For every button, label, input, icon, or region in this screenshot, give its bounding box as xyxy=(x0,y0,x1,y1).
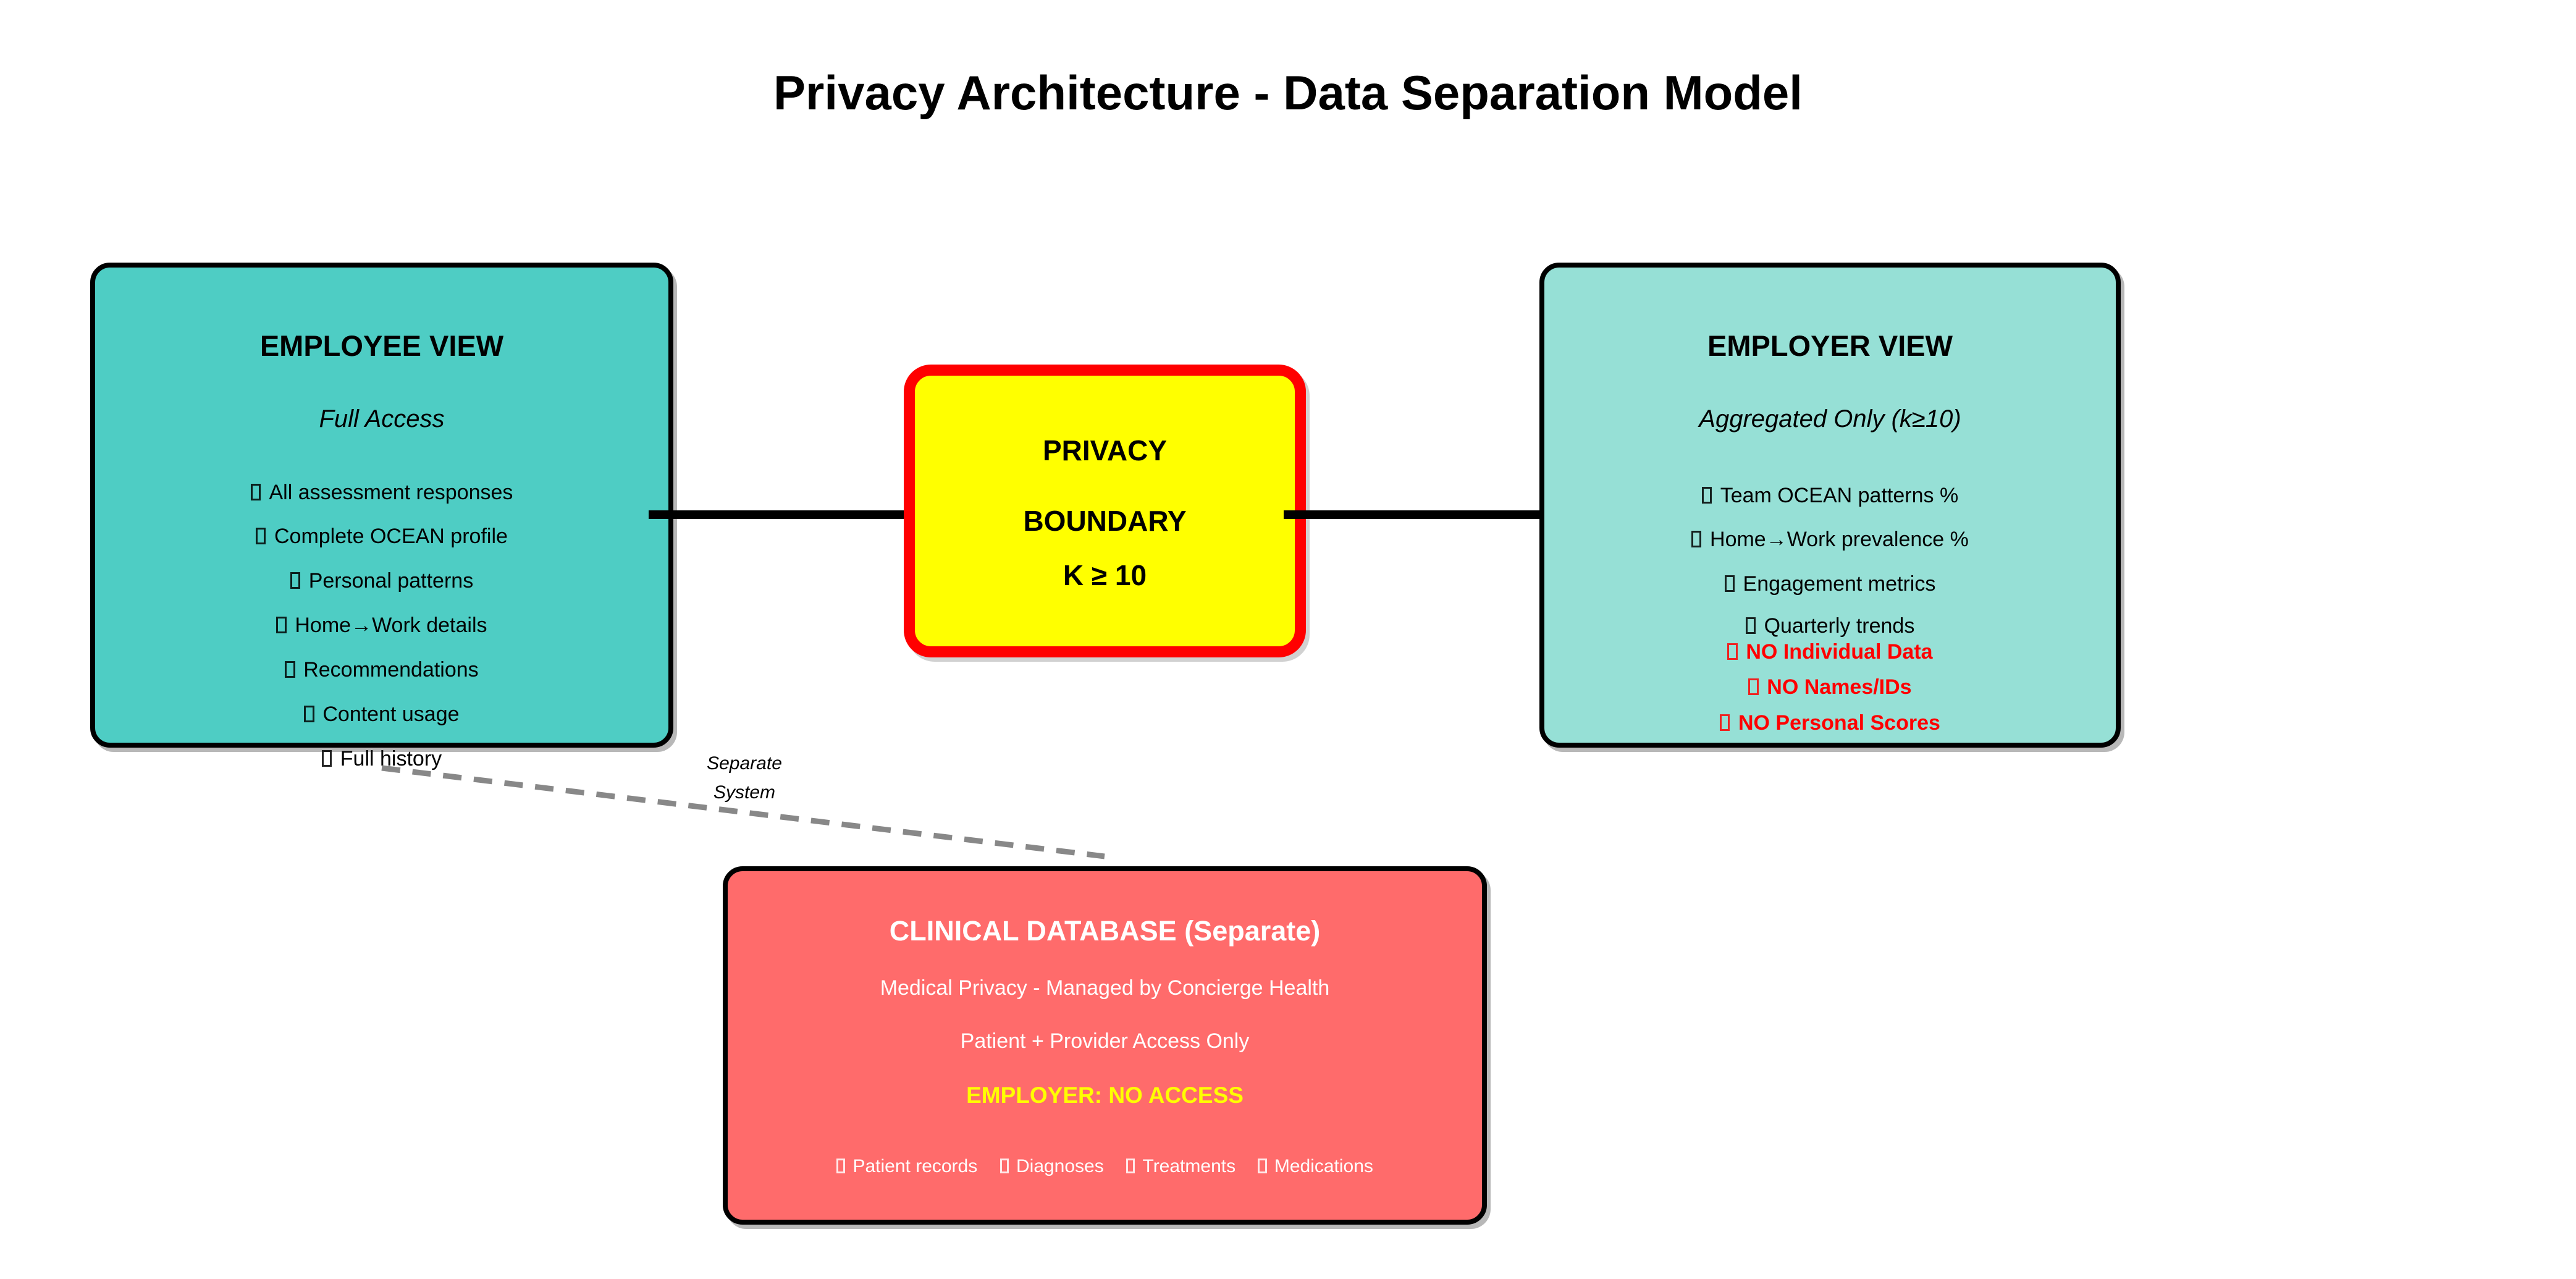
clinical-database-line1: Medical Privacy - Managed by Concierge H… xyxy=(880,976,1330,1000)
missing-glyph-icon xyxy=(1724,575,1735,593)
employee-item: Home→Work details xyxy=(95,612,668,639)
employer-restricted-label: NO Individual Data xyxy=(1746,640,1933,664)
clinical-item-label: Diagnoses xyxy=(1016,1156,1104,1176)
privacy-boundary-line1: PRIVACY xyxy=(1042,434,1168,466)
employer-restricted-item: NO Individual Data xyxy=(1544,638,2116,665)
employer-item: Engagement metrics xyxy=(1544,570,2116,597)
employee-item: Complete OCEAN profile xyxy=(95,523,668,550)
employee-item-label: Home→Work details xyxy=(295,614,487,637)
employee-item: Personal patterns xyxy=(95,567,668,594)
employer-item-label: Engagement metrics xyxy=(1743,572,1936,596)
employer-restricted-item: NO Names/IDs xyxy=(1544,673,2116,701)
separate-system-label: Separate System xyxy=(707,753,782,803)
employee-item: Content usage xyxy=(95,701,668,728)
employer-restricted-label: NO Names/IDs xyxy=(1767,675,1912,699)
privacy-boundary-box: PRIVACY BOUNDARY K ≥ 10 xyxy=(904,365,1306,657)
missing-glyph-icon xyxy=(321,749,332,767)
employee-item: Recommendations xyxy=(95,656,668,683)
clinical-database-box: CLINICAL DATABASE (Separate) Medical Pri… xyxy=(723,866,1487,1225)
employer-view-subtitle: Aggregated Only (k≥10) xyxy=(1699,405,1961,433)
clinical-database-warning: EMPLOYER: NO ACCESS xyxy=(966,1083,1244,1108)
employer-item: Quarterly trends xyxy=(1544,612,2116,640)
employer-item-label: Team OCEAN patterns % xyxy=(1720,484,1959,507)
privacy-boundary-line2: BOUNDARY xyxy=(1023,505,1187,537)
missing-glyph-icon xyxy=(1701,486,1712,504)
employer-view-title: EMPLOYER VIEW xyxy=(1707,329,1953,362)
employer-item-label: Quarterly trends xyxy=(1764,614,1915,638)
clinical-item: Medications xyxy=(1258,1156,1373,1176)
missing-glyph-icon xyxy=(1691,530,1702,548)
employer-item-label: Home→Work prevalence % xyxy=(1710,528,1969,551)
clinical-database-line2: Patient + Provider Access Only xyxy=(960,1029,1250,1053)
missing-glyph-icon xyxy=(1745,617,1756,635)
employee-to-privacy-connector-line xyxy=(649,510,904,519)
clinical-item: Diagnoses xyxy=(1000,1156,1104,1176)
employee-item-label: All assessment responses xyxy=(269,481,513,504)
clinical-item: Patient records xyxy=(836,1156,977,1176)
missing-glyph-icon xyxy=(304,705,314,723)
clinical-database-items-row: Patient records Diagnoses Treatments Med… xyxy=(728,1154,1482,1179)
missing-glyph-icon xyxy=(1727,643,1738,661)
missing-glyph-icon xyxy=(290,572,301,589)
clinical-database-title: CLINICAL DATABASE (Separate) xyxy=(889,915,1321,947)
missing-glyph-icon xyxy=(1258,1158,1267,1173)
employer-item: Team OCEAN patterns % xyxy=(1544,482,2116,509)
employer-view-box: EMPLOYER VIEW Aggregated Only (k≥10) Tea… xyxy=(1539,263,2121,748)
missing-glyph-icon xyxy=(1720,714,1730,732)
missing-glyph-icon xyxy=(836,1158,846,1173)
privacy-to-employer-connector-line xyxy=(1284,510,1543,519)
clinical-item-label: Treatments xyxy=(1142,1156,1236,1176)
employer-item: Home→Work prevalence % xyxy=(1544,526,2116,553)
employee-view-title: EMPLOYEE VIEW xyxy=(259,329,504,362)
employee-item-label: Complete OCEAN profile xyxy=(274,525,508,548)
missing-glyph-icon xyxy=(1126,1158,1135,1173)
missing-glyph-icon xyxy=(1000,1158,1009,1173)
employee-item: All assessment responses xyxy=(95,479,668,506)
page-title: Privacy Architecture - Data Separation M… xyxy=(773,65,1803,120)
missing-glyph-icon xyxy=(256,527,266,545)
missing-glyph-icon xyxy=(276,616,287,634)
clinical-item-label: Medications xyxy=(1274,1156,1373,1176)
employee-item-label: Personal patterns xyxy=(308,569,474,593)
employer-restricted-label: NO Personal Scores xyxy=(1738,711,1940,735)
employee-view-box: EMPLOYEE VIEW Full Access All assessment… xyxy=(90,263,673,770)
missing-glyph-icon xyxy=(1748,678,1759,696)
clinical-item-label: Patient records xyxy=(852,1156,978,1176)
employee-view-subtitle: Full Access xyxy=(319,405,445,433)
employee-item-label: Content usage xyxy=(322,703,460,726)
clinical-item: Treatments xyxy=(1126,1156,1235,1176)
employer-restricted-item: NO Personal Scores xyxy=(1544,709,2116,737)
employee-item-label: Recommendations xyxy=(303,658,479,682)
missing-glyph-icon xyxy=(250,483,261,501)
missing-glyph-icon xyxy=(285,661,295,678)
privacy-boundary-k-threshold: K ≥ 10 xyxy=(1063,559,1147,591)
